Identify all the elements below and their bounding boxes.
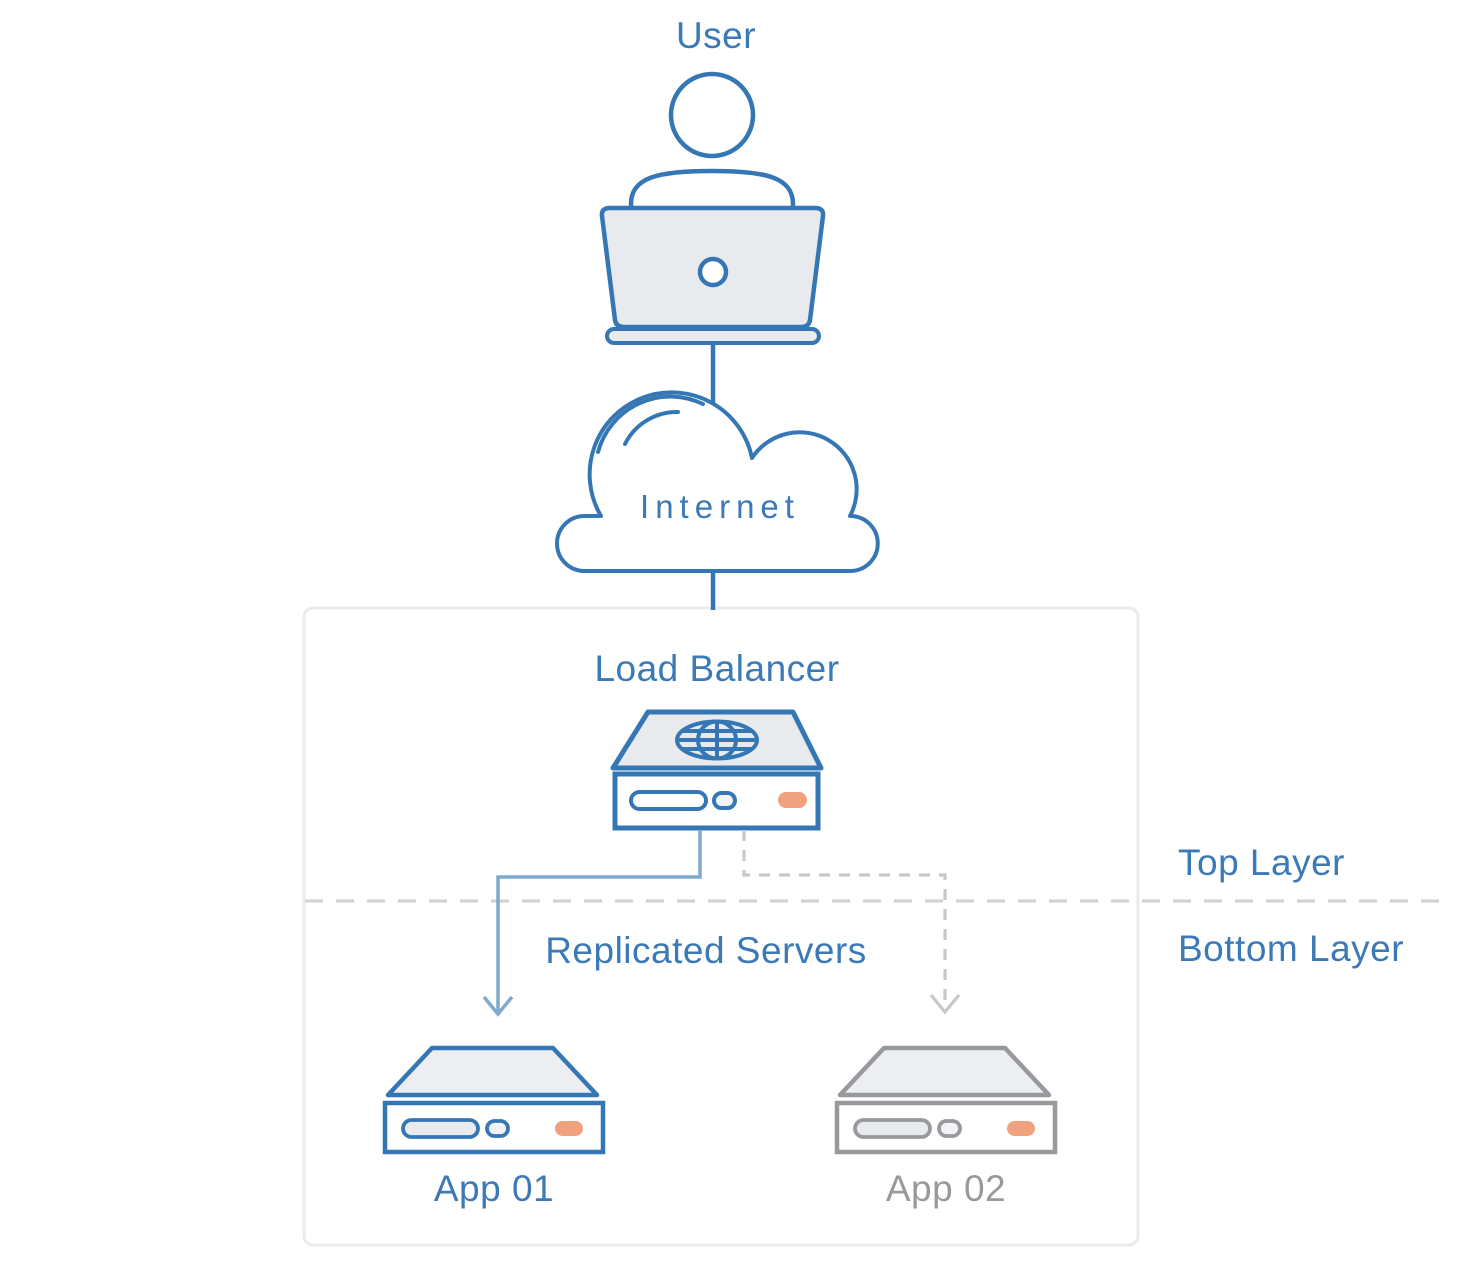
app02-server-icon xyxy=(834,1045,1058,1155)
app01-lid xyxy=(385,1045,600,1098)
cloud-shine-inner xyxy=(623,409,680,446)
user-head xyxy=(668,71,756,159)
user-label: User xyxy=(676,15,756,56)
app02-label: App 02 xyxy=(886,1168,1006,1209)
user-icon xyxy=(628,71,796,218)
user-shoulders xyxy=(628,168,796,218)
dashed-arrow-to-app02 xyxy=(742,830,961,1015)
app01-label: App 01 xyxy=(434,1168,554,1209)
internet-cloud-icon: Internet xyxy=(555,390,880,573)
app02-lid xyxy=(837,1045,1052,1098)
app01-led-orange xyxy=(555,1121,583,1136)
app01-slot-long xyxy=(401,1118,480,1139)
globe-icon xyxy=(675,719,759,761)
load-balancer-slot-long xyxy=(629,790,708,811)
laptop-logo xyxy=(697,256,729,288)
laptop-icon xyxy=(599,205,826,345)
bottom-layer-label: Bottom Layer xyxy=(1178,928,1404,969)
app01-slot-small xyxy=(485,1119,510,1138)
solid-arrow-to-app01 xyxy=(482,830,702,1017)
app02-slot-long xyxy=(853,1118,932,1139)
cloud-shine-outer xyxy=(596,394,705,454)
cloud-outline xyxy=(555,390,880,573)
load-balancer-led-orange xyxy=(778,792,807,808)
top-layer-label: Top Layer xyxy=(1178,842,1345,883)
solid-arrowhead xyxy=(482,995,514,1017)
internet-label: Internet xyxy=(640,488,800,525)
load-balancer-label: Load Balancer xyxy=(594,648,839,689)
load-balancer-server-icon xyxy=(610,709,824,831)
replicated-servers-label: Replicated Servers xyxy=(545,930,867,971)
app02-led-orange xyxy=(1007,1121,1035,1136)
load-balancer-slot-small xyxy=(712,791,737,810)
dashed-arrowhead xyxy=(929,993,961,1015)
app01-server-icon xyxy=(382,1045,606,1155)
app02-slot-small xyxy=(937,1119,962,1138)
laptop-base xyxy=(605,327,821,345)
